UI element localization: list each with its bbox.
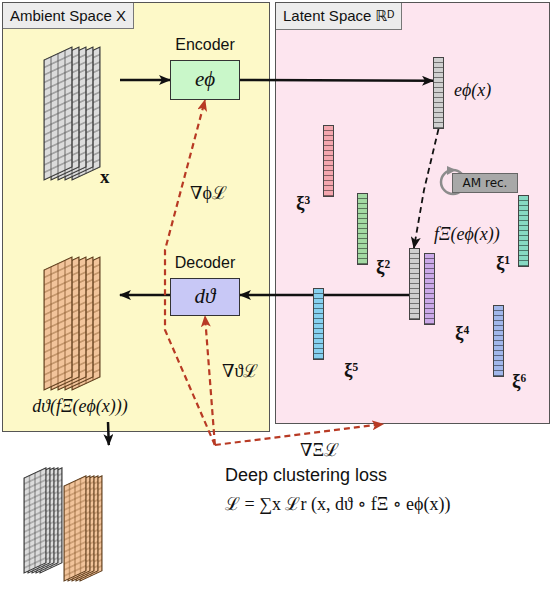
image-layer <box>64 476 86 581</box>
memory-pattern: ξ⁴ <box>424 253 435 325</box>
pattern-label: ξ⁴ <box>455 322 469 344</box>
image-layer <box>40 468 62 573</box>
pattern-label: ξ⁵ <box>344 359 358 381</box>
image-layer <box>76 476 98 581</box>
memory-pattern: ξ⁶ <box>493 305 504 377</box>
image-layer <box>36 468 58 573</box>
image-label: x <box>100 166 110 188</box>
vector-label: fΞ(eϕ(x)) <box>434 224 500 245</box>
function-symbol: dϑ <box>195 284 216 309</box>
image-layer <box>80 476 102 581</box>
pattern-label: ξ³ <box>296 192 310 214</box>
loss-heading: Deep clustering loss <box>225 465 387 486</box>
box-heading: Encoder <box>175 36 235 54</box>
memory-pattern: ξ⁵ <box>313 288 324 360</box>
image-layer <box>72 476 94 581</box>
memory-pattern: ξ³ <box>323 125 334 197</box>
memory-pattern: ξ² <box>357 193 368 265</box>
loss-block: Deep clustering loss ℒ = ∑x ℒr (x, dϑ ∘ f… <box>15 445 525 591</box>
gradient-label: ∇Ξℒ <box>300 437 339 461</box>
image-layer <box>68 476 90 581</box>
pattern-label: ξ¹ <box>496 252 510 274</box>
encoder-box: Encodereϕ <box>170 60 240 100</box>
recurrence-label: AM rec. <box>463 176 508 190</box>
latent-space-panel: Latent Space ℝᴰ eϕ(x) ξ³ ξ² AM rec. fΞ(eϕ(x))… <box>275 2 550 424</box>
image-layer <box>28 468 50 573</box>
image-label: dϑ(fΞ(eϕ(x))) <box>32 396 128 417</box>
recurrence-box: AM rec. <box>452 173 518 193</box>
gradient-label: ∇ϑℒ <box>222 358 258 382</box>
pattern-label: ξ² <box>376 256 390 278</box>
retrieved-vector: fΞ(eϕ(x)) <box>409 248 420 320</box>
image-layer <box>24 468 46 573</box>
loss-input-stack <box>24 468 62 573</box>
decoder-box: Decoderdϑ <box>170 278 240 316</box>
latent-vector: eϕ(x) <box>433 57 444 129</box>
panel-heading: Latent Space ℝᴰ <box>276 3 402 30</box>
panel-heading: Ambient Space X <box>3 3 134 29</box>
loss-output-stack <box>64 476 102 581</box>
image-layer <box>32 468 54 573</box>
vector-label: eϕ(x) <box>454 80 491 101</box>
pattern-label: ξ⁶ <box>512 370 526 392</box>
gradient-label: ∇ϕℒ <box>190 180 227 204</box>
loss-formula: ℒ = ∑x ℒr (x, dϑ ∘ fΞ ∘ eϕ(x)) <box>225 491 451 515</box>
memory-pattern: ξ¹ <box>518 195 529 267</box>
box-heading: Decoder <box>175 254 235 272</box>
reconstructed-image: dϑ(fΞ(eϕ(x))) <box>40 250 120 422</box>
function-symbol: eϕ <box>195 67 215 92</box>
input-image: x <box>40 40 120 185</box>
